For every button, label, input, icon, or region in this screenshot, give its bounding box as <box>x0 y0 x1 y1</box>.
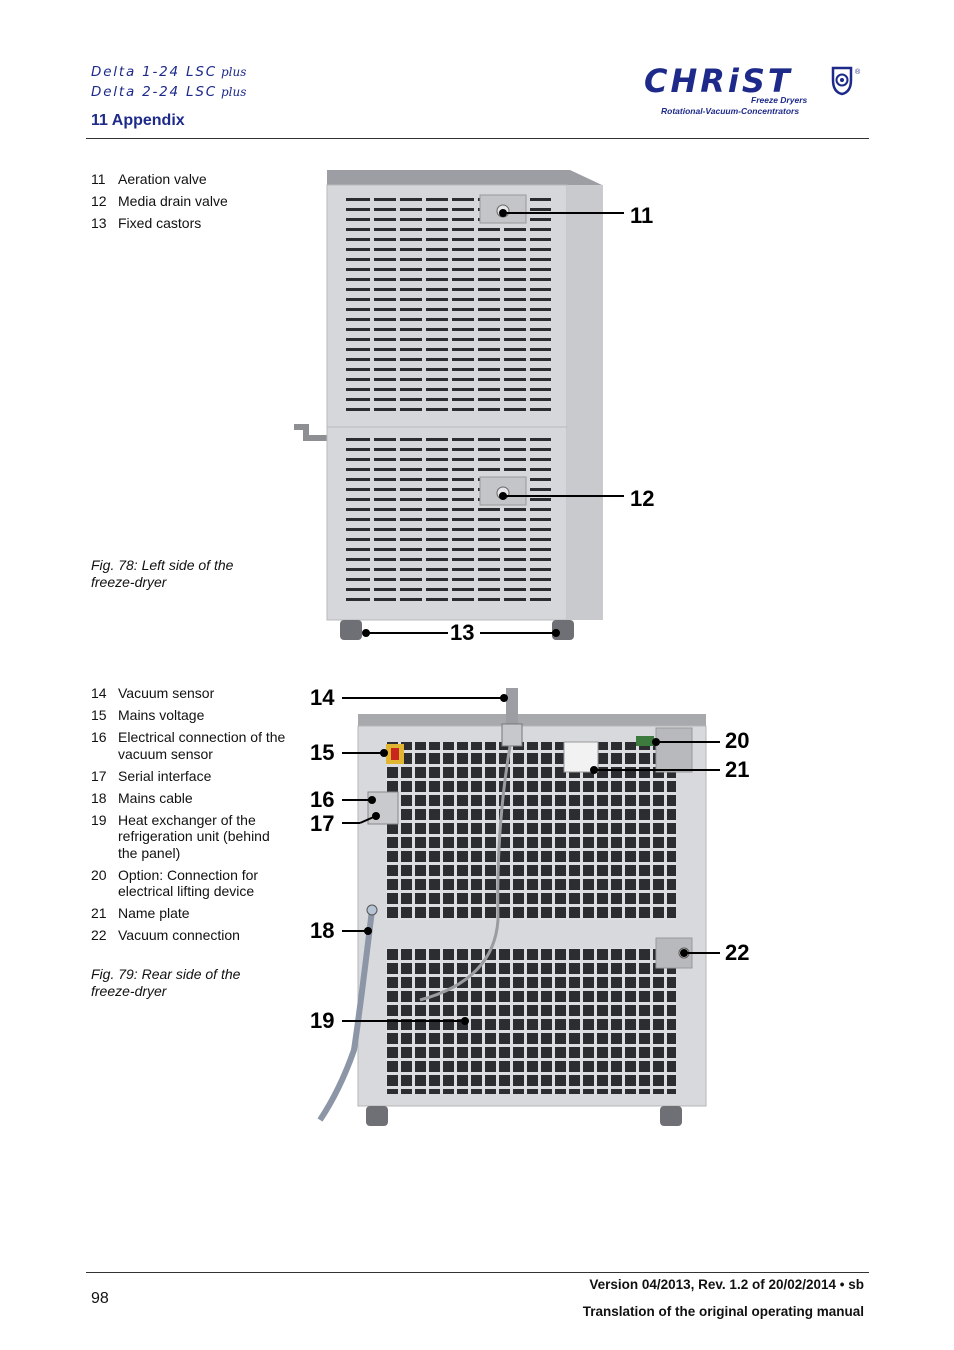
registered-mark: ® <box>855 68 861 76</box>
christ-logo: CHRiST ® Freeze Dryers Rotational-Vacuum… <box>640 62 870 122</box>
figure-78-left-side-image <box>294 170 624 640</box>
translation-note: Translation of the original operating ma… <box>582 1304 864 1319</box>
callout-18: 18 <box>310 918 335 943</box>
figure-79-caption: Fig. 79: Rear side of the freeze-dryer <box>91 966 241 999</box>
callout-22: 22 <box>725 940 750 965</box>
callout-13: 13 <box>450 620 475 645</box>
plus-suffix: plus <box>220 85 247 99</box>
section-title: 11 Appendix <box>91 112 185 129</box>
callout-19: 19 <box>310 1008 335 1033</box>
logo-swirl-icon: ® <box>831 66 861 96</box>
version-info: Version 04/2013, Rev. 1.2 of 20/02/2014 … <box>589 1277 864 1292</box>
callout-12: 12 <box>630 486 655 511</box>
callout-17: 17 <box>310 811 335 836</box>
callout-20: 20 <box>725 728 750 753</box>
callout-16: 16 <box>310 787 335 812</box>
callout-11: 11 <box>630 203 654 228</box>
callout-14: 14 <box>310 685 335 710</box>
figure-79-rear-side-image <box>317 688 720 1126</box>
logo-tagline-1: Freeze Dryers <box>751 95 808 105</box>
page-number: 98 <box>91 1290 109 1307</box>
logo-tagline-2: Rotational-Vacuum-Concentrators <box>661 106 800 116</box>
logo-wordmark: CHRiST <box>644 62 793 100</box>
callout-15: 15 <box>310 740 335 765</box>
plus-suffix: plus <box>220 65 247 79</box>
header-divider <box>86 138 869 139</box>
callout-21: 21 <box>725 757 750 782</box>
footer-divider <box>86 1272 869 1273</box>
figure-78-caption: Fig. 78: Left side of the freeze-dryer <box>91 557 234 590</box>
